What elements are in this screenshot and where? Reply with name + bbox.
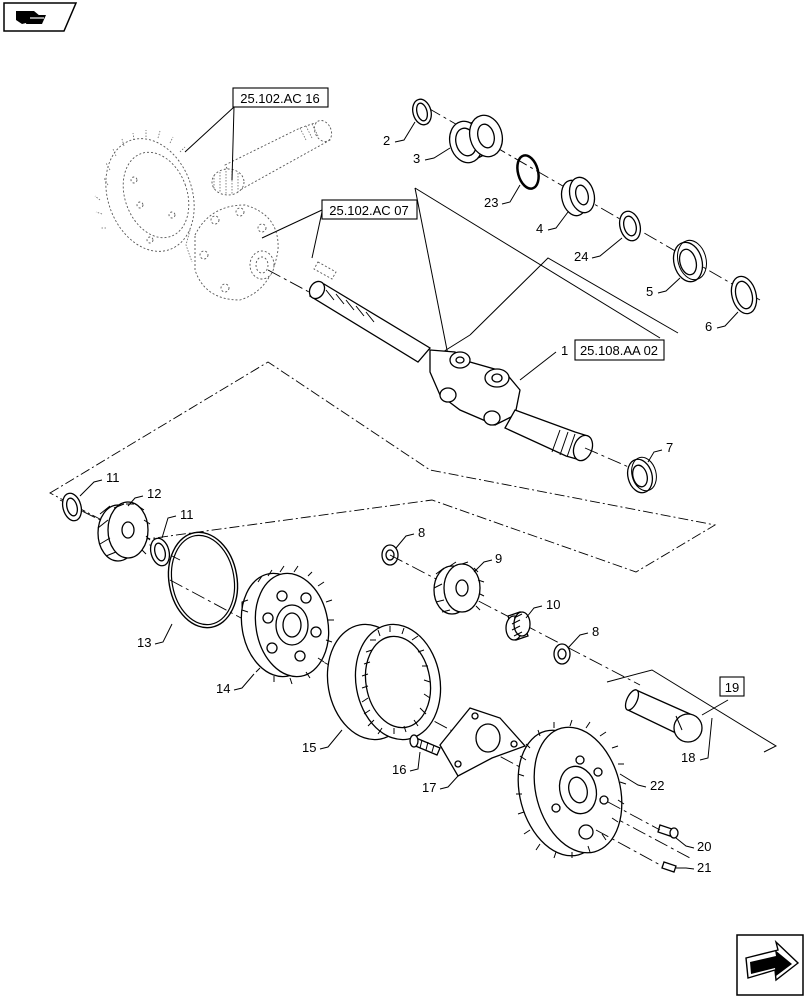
svg-text:7: 7 (666, 440, 673, 455)
callout-11a: 11 (79, 470, 120, 497)
svg-text:6: 6 (705, 319, 712, 334)
svg-text:10: 10 (546, 597, 560, 612)
snap-ring-24[interactable] (616, 209, 643, 243)
svg-text:24: 24 (574, 249, 588, 264)
svg-text:2: 2 (383, 133, 390, 148)
callout-20: 20 (675, 837, 711, 854)
snap-ring-11a[interactable] (60, 491, 85, 523)
leader-line (469, 257, 679, 336)
snap-ring-11b[interactable] (148, 536, 173, 568)
seal-5[interactable] (669, 237, 710, 285)
thrust-washer-8b[interactable] (553, 643, 571, 665)
svg-text:23: 23 (484, 195, 498, 210)
svg-text:14: 14 (216, 681, 230, 696)
callout-4: 4 (536, 211, 569, 236)
callout-12: 12 (127, 486, 161, 507)
svg-text:13: 13 (137, 635, 151, 650)
callout-7: 7 (647, 440, 673, 463)
callout-18: 18 (681, 717, 713, 765)
callout-1: 1 (519, 343, 568, 381)
svg-text:25.102.AC 07: 25.102.AC 07 (329, 203, 409, 218)
svg-text:20: 20 (697, 839, 711, 854)
svg-text:22: 22 (650, 778, 664, 793)
next-page-arrow-icon[interactable] (736, 934, 804, 996)
gear-12[interactable] (97, 501, 151, 562)
svg-text:5: 5 (646, 284, 653, 299)
svg-text:9: 9 (495, 551, 502, 566)
svg-text:8: 8 (418, 525, 425, 540)
svg-text:11: 11 (180, 507, 194, 522)
callout-22: 22 (619, 773, 664, 793)
bolt-16[interactable] (409, 734, 441, 756)
callout-17: 17 (422, 775, 459, 795)
reference-box-aa02[interactable]: 25.108.AA 02 (574, 339, 665, 361)
svg-text:21: 21 (697, 860, 711, 875)
callout-14: 14 (216, 673, 255, 696)
svg-text:18: 18 (681, 750, 695, 765)
svg-text:8: 8 (592, 624, 599, 639)
seal-6[interactable] (727, 274, 760, 317)
snap-ring-2[interactable] (410, 97, 434, 127)
o-ring-13[interactable] (161, 527, 245, 633)
reference-box-19[interactable]: 19 (719, 676, 745, 697)
callout-2: 2 (383, 121, 416, 148)
leader-line (414, 187, 661, 339)
callout-24: 24 (574, 237, 623, 264)
ghost-differential-assembly (94, 120, 337, 301)
callout-10: 10 (525, 597, 560, 619)
svg-text:16: 16 (392, 762, 406, 777)
callout-3: 3 (413, 147, 451, 166)
callout-15: 15 (302, 729, 343, 755)
plate-17[interactable] (439, 707, 527, 777)
seal-7[interactable] (624, 454, 660, 495)
callout-9: 9 (473, 551, 502, 573)
svg-text:1: 1 (561, 343, 568, 358)
callout-23: 23 (484, 184, 521, 210)
svg-text:15: 15 (302, 740, 316, 755)
planet-gear-9[interactable] (433, 561, 485, 615)
hub-22[interactable] (505, 717, 635, 865)
callout-21: 21 (676, 860, 711, 875)
callout-5: 5 (646, 277, 681, 299)
callout-16: 16 (392, 751, 421, 777)
callout-11b: 11 (161, 507, 194, 539)
group-outline (49, 361, 717, 573)
svg-text:17: 17 (422, 780, 436, 795)
reference-box-ac16[interactable]: 25.102.AC 16 (232, 87, 329, 108)
needle-bearing-10[interactable] (505, 611, 531, 641)
screw-21[interactable] (661, 861, 677, 873)
callout-8b: 8 (567, 624, 599, 649)
axle-shaft-1[interactable] (306, 279, 595, 464)
svg-text:25.102.AC 16: 25.102.AC 16 (240, 91, 320, 106)
svg-text:19: 19 (725, 680, 739, 695)
svg-text:11: 11 (106, 470, 120, 485)
planet-carrier-14[interactable] (234, 565, 337, 685)
o-ring-23[interactable] (514, 153, 542, 191)
callout-8a: 8 (395, 525, 425, 549)
svg-text:25.108.AA 02: 25.108.AA 02 (580, 343, 658, 358)
book-arrow-icon[interactable] (3, 2, 78, 32)
bearing-4[interactable] (558, 175, 598, 219)
callout-6: 6 (705, 311, 739, 334)
svg-text:3: 3 (413, 151, 420, 166)
reference-box-ac07[interactable]: 25.102.AC 07 (321, 199, 418, 220)
svg-text:12: 12 (147, 486, 161, 501)
callout-13: 13 (137, 623, 173, 650)
pin-18[interactable] (623, 688, 703, 743)
bushing-3[interactable] (445, 112, 507, 167)
svg-text:4: 4 (536, 221, 543, 236)
ring-gear-15[interactable] (319, 618, 450, 747)
screw-20[interactable] (657, 824, 679, 839)
